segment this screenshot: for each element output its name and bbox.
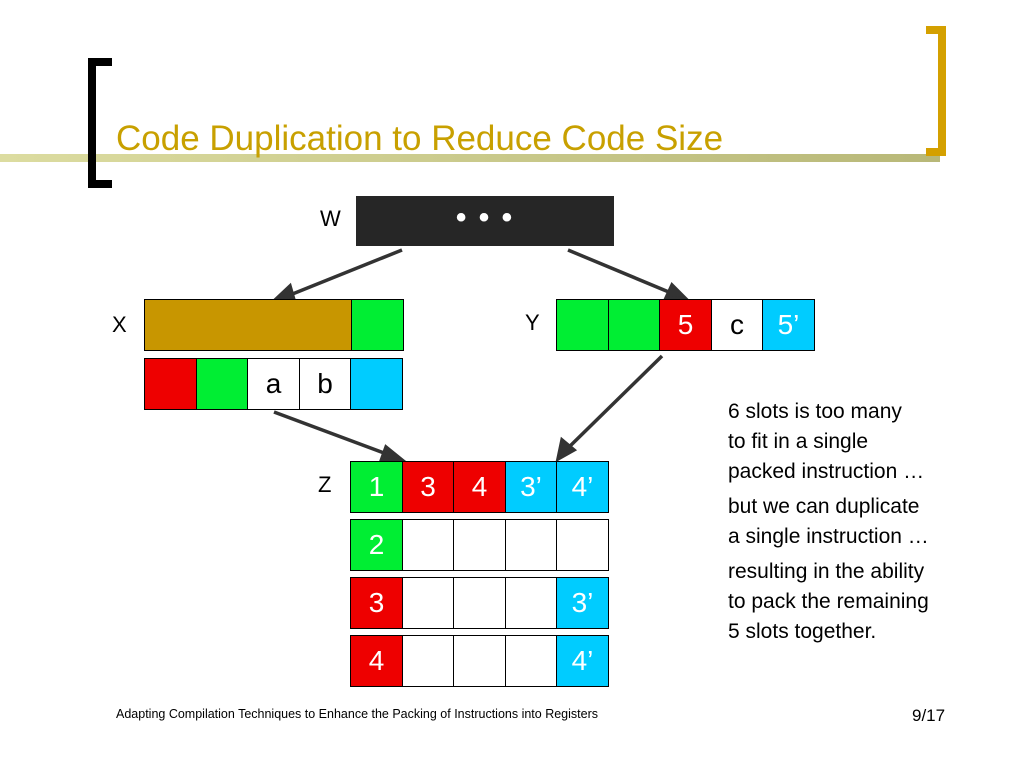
y-row-1: 5 c 5’ [556,299,815,351]
z-row1-cell: 3’ [504,461,558,513]
title-accent-line [0,154,940,162]
z-row2-cell: 2 [350,519,403,571]
y-row1-cell [556,299,609,351]
note-line: to pack the remaining [728,590,929,613]
z-row4-cell: 4 [350,635,403,687]
z-row4-cell [453,635,506,687]
x-row2-cell [350,358,403,410]
z-label: Z [318,472,332,497]
z-row2-cell [401,519,455,571]
y-label: Y [525,310,540,335]
z-row-4: 4 4’ [350,635,609,687]
slide-title: Code Duplication to Reduce Code Size [116,119,724,158]
right-bracket [926,26,946,156]
z-row4-cell [401,635,455,687]
x-row2-cell: b [298,358,352,410]
z-row2-cell [556,519,609,571]
arrow-w-to-y [567,248,677,297]
x-row2-cell [144,358,197,410]
z-row4-cell [504,635,558,687]
arrow-w-to-x [284,248,403,299]
z-row-2: 2 [350,519,609,571]
z-row-3: 3 3’ [350,577,609,629]
note-line: 5 slots together. [728,620,877,643]
note-line: packed instruction … [728,460,925,483]
y-row1-cell: 5 [659,299,712,351]
w-label: W [320,206,341,231]
x-row2-cell [195,358,249,410]
note-line: resulting in the ability [728,560,925,583]
x-row-2: a b [144,358,403,410]
z-row2-cell [453,519,506,571]
arrow-x-to-z [273,410,393,458]
z-row-1: 1 3 4 3’ 4’ [350,461,609,513]
note-line: to fit in a single [728,430,869,453]
x-row-1 [144,299,404,351]
note-line: a single instruction … [728,525,929,548]
w-bar: • • • [356,196,614,246]
y-row1-cell: 5’ [762,299,815,351]
x-row2-cell: a [247,358,300,410]
z-row1-cell: 4’ [556,461,609,513]
slide-footer: Adapting Compilation Techniques to Enhan… [116,707,599,721]
z-row3-cell: 3 [350,577,403,629]
z-row1-cell: 3 [401,461,455,513]
z-row3-cell [504,577,558,629]
z-row3-cell [453,577,506,629]
arrow-w-to-y-head [663,281,691,301]
arrow-x-to-z-head [378,444,407,463]
z-row2-cell [504,519,558,571]
arrow-y-to-z-head [555,436,578,463]
y-row1-cell [607,299,661,351]
page-number: 9/17 [912,706,946,725]
x-label: X [112,312,127,337]
z-row4-cell: 4’ [556,635,609,687]
z-row1-cell: 1 [350,461,403,513]
z-row1-cell: 4 [453,461,506,513]
z-row3-cell: 3’ [556,577,609,629]
left-bracket [88,58,112,188]
z-row3-cell [401,577,455,629]
x-row1-cell [350,299,404,351]
x-row1-cell-wide [144,299,352,351]
note-line: 6 slots is too many [728,400,902,423]
note-line: but we can duplicate [728,495,920,518]
arrow-y-to-z [564,354,664,452]
y-row1-cell: c [710,299,764,351]
